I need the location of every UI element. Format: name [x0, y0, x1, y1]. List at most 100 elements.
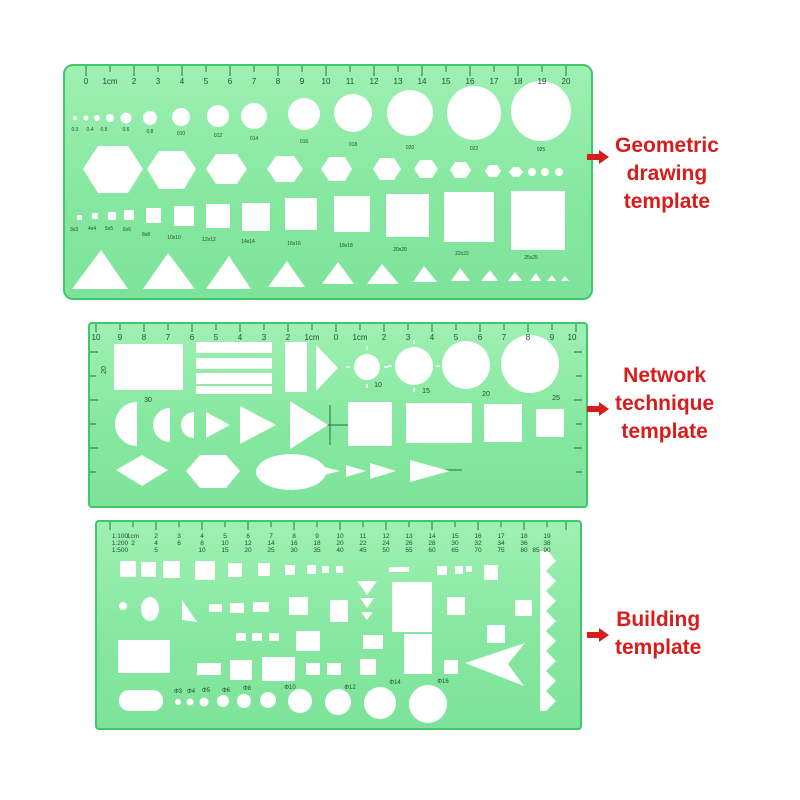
ruler-number: 35 [313, 547, 321, 554]
ruler-number: 4 [430, 333, 435, 342]
ruler-number: 80 [520, 547, 528, 554]
geometric-label-text: Geometric drawing template [615, 132, 719, 216]
ruler-number: 36 [520, 540, 528, 547]
ruler-number: 10 [336, 533, 344, 540]
label-line: template [615, 636, 702, 659]
ruler-number: 19 [538, 77, 547, 86]
label-line: Geometric [615, 134, 719, 157]
ruler-number: 9 [550, 333, 555, 342]
ruler-number: 12 [244, 540, 252, 547]
ruler-number: 13 [394, 77, 403, 86]
ruler-number: 26 [405, 540, 413, 547]
geometric-drawing-template [63, 64, 593, 300]
ruler-number: 30 [290, 547, 298, 554]
ruler-number: 19 [543, 533, 551, 540]
ruler-number: 6 [190, 333, 195, 342]
ruler-number: 8 [200, 540, 204, 547]
circle-size-label: 0.5 [101, 127, 108, 133]
circle-size-label: 010 [177, 131, 186, 137]
ruler-number: 3 [156, 77, 161, 86]
building-label-text: Building template [615, 606, 701, 662]
ruler-number: 7 [166, 333, 171, 342]
ruler-number: 20 [336, 540, 344, 547]
circle-size-label: Φ12 [344, 685, 356, 691]
ruler-number: 10 [568, 333, 577, 342]
ruler-number: 14 [428, 533, 436, 540]
ruler-number: 24 [382, 540, 390, 547]
circle-size-label: Φ16 [437, 679, 449, 685]
geometric-triangle-row [72, 250, 569, 289]
square-size-label: 18x18 [339, 243, 353, 249]
ruler-number: 11 [360, 533, 367, 540]
ruler-number: 9 [118, 333, 123, 342]
square-size-label: 4x4 [88, 226, 96, 232]
ruler-number: 15 [221, 547, 229, 554]
ruler-number: 0 [334, 333, 339, 342]
ruler-number: 4 [180, 77, 185, 86]
ruler-number: 9 [315, 533, 319, 540]
red-arrow-icon [587, 402, 609, 416]
square-size-label: 22x22 [455, 251, 469, 257]
building-ruler-ticks [109, 522, 567, 530]
square-size-label: 12x12 [202, 237, 216, 243]
ruler-number: 2 [132, 77, 137, 86]
ruler-number: 10 [92, 333, 101, 342]
network-circle-rays [346, 340, 440, 392]
ruler-number: 5 [454, 333, 459, 342]
label-line: template [623, 190, 711, 213]
ruler-number: 30 [451, 540, 459, 547]
ruler-number: 18 [514, 77, 523, 86]
ruler-number: 6 [228, 77, 233, 86]
label-line: Building [616, 608, 701, 631]
geometric-ruler-ticks [85, 66, 567, 76]
square-size-label: 8x8 [142, 232, 150, 238]
square-size-label: 14x14 [241, 239, 255, 245]
ruler-number: 5 [214, 333, 219, 342]
circle-size-label: Φ5 [202, 688, 211, 694]
geometric-hexagon-row [83, 146, 563, 193]
ruler-number: 16 [466, 77, 475, 86]
circle-size-label: Φ3 [174, 689, 183, 695]
arc-size-label: 30 [144, 397, 152, 404]
ruler-number: 45 [359, 547, 367, 554]
building-shapes [118, 551, 556, 723]
ruler-number: 38 [543, 540, 551, 547]
ruler-number: 85 [532, 547, 540, 554]
label-line: Network [623, 364, 707, 387]
circle-size-label: 012 [214, 133, 223, 139]
square-size-label: 25x25 [524, 255, 538, 261]
circle-size-label: Φ10 [284, 685, 296, 691]
ruler-number: 5 [154, 547, 158, 554]
ruler-number: 11 [346, 77, 355, 86]
ruler-number: 2 [131, 540, 135, 547]
geometric-circle-row [73, 81, 571, 141]
ruler-number: 40 [336, 547, 344, 554]
side-label: 20 [101, 366, 108, 374]
ruler-number: 3 [406, 333, 411, 342]
ruler-number: 22 [359, 540, 367, 547]
circle-size-label: 0.4 [87, 127, 94, 133]
scale-label: 1:100 [112, 533, 129, 540]
square-size-label: 16x16 [287, 241, 301, 247]
ruler-number: 5 [223, 533, 227, 540]
ruler-number: 90 [543, 547, 551, 554]
circle-size-label: Φ14 [389, 680, 401, 686]
ruler-number: 6 [177, 540, 181, 547]
ruler-number: 2 [286, 333, 291, 342]
ruler-number: 14 [267, 540, 275, 547]
square-size-label: 20x20 [393, 247, 407, 253]
ruler-number: 8 [142, 333, 147, 342]
label-line: technique [615, 392, 715, 415]
square-size-label: 10x10 [167, 235, 181, 241]
ruler-number: 50 [382, 547, 390, 554]
ruler-number: 5 [204, 77, 209, 86]
ruler-number: 34 [497, 540, 505, 547]
circle-size-label: 016 [300, 139, 309, 145]
label-line: drawing [626, 162, 708, 185]
ruler-number: 4 [200, 533, 204, 540]
